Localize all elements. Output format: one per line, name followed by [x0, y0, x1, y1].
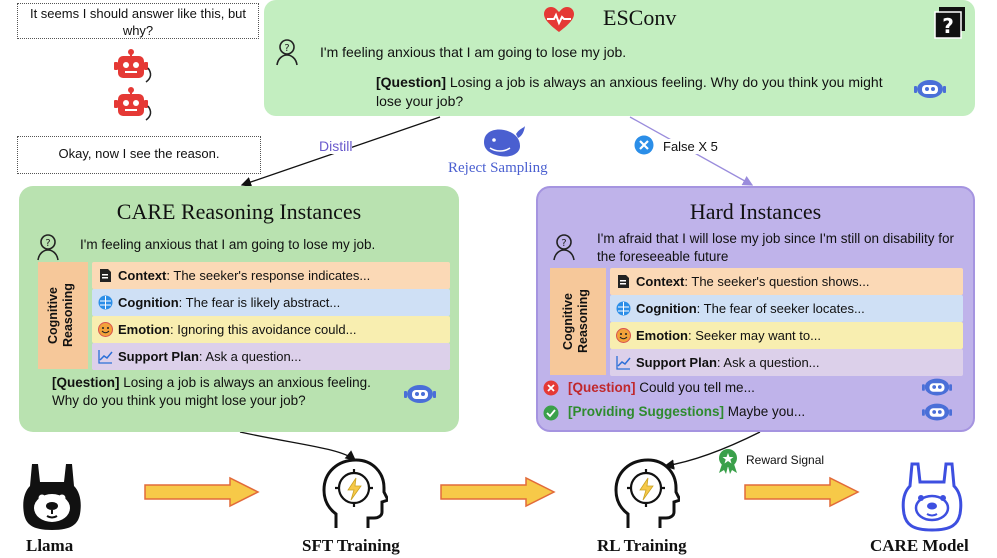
pipeline-arrow — [144, 476, 260, 508]
false-x5-label: False X 5 — [661, 139, 720, 154]
row-label: Emotion — [636, 328, 688, 343]
rl-input-arrow — [663, 431, 761, 470]
right-label: [Providing Suggestions] — [568, 404, 725, 419]
document-icon — [618, 275, 629, 288]
reasoning-row-cognition: Cognition: The fear is likely abstract..… — [92, 289, 450, 316]
care-llama-icon — [901, 462, 963, 532]
right-text: Maybe you... — [727, 404, 806, 419]
wrong-icon — [543, 380, 559, 396]
question-label: [Question] — [52, 375, 120, 390]
hard-wrong-response: [Question] Could you tell me... — [568, 379, 755, 397]
reasoning-row-support-plan: Support Plan: Ask a question... — [92, 343, 450, 370]
person-question-icon: ? — [37, 234, 59, 261]
row-label: Support Plan — [118, 349, 199, 364]
esconv-title: ESConv — [603, 5, 677, 30]
thought-bubble-bottom-text: Okay, now I see the reason. — [58, 146, 220, 161]
thought-bubble-top-text: It seems I should answer like this, but … — [29, 6, 247, 38]
chart-icon — [616, 356, 631, 370]
row-text: : Ask a question... — [716, 355, 820, 370]
care-title: CARE Reasoning Instances — [116, 199, 362, 224]
smiley-icon — [616, 328, 631, 343]
rl-head-icon — [614, 458, 680, 528]
question-label: [Question] — [376, 74, 446, 90]
svg-text:?: ? — [561, 238, 566, 249]
cognitive-reasoning-label: Cognitive Reasoning — [38, 262, 88, 369]
reasoning-row-cognition: Cognition: The fear of seeker locates... — [610, 295, 963, 322]
bot-icon — [404, 385, 436, 403]
thought-bubble-top: It seems I should answer like this, but … — [17, 3, 259, 39]
check-icon — [543, 405, 559, 421]
rl-training-label: RL Training — [597, 536, 687, 555]
question-chat-icon: ? — [934, 7, 965, 39]
care-model-label: CARE Model — [870, 536, 969, 555]
row-text: : The fear is likely abstract... — [178, 295, 341, 310]
bot-icon — [922, 403, 952, 421]
reasoning-row-context: Context: The seeker's question shows... — [610, 268, 963, 295]
svg-text:?: ? — [284, 43, 289, 54]
row-text: : The fear of seeker locates... — [696, 301, 865, 316]
person-question-icon: ? — [276, 39, 298, 66]
whale-icon — [484, 126, 525, 157]
hard-reasoning-rows: Context: The seeker's question shows... … — [610, 268, 963, 376]
row-label: Support Plan — [636, 355, 717, 370]
reasoning-row-support-plan: Support Plan: Ask a question... — [610, 349, 963, 376]
brain-icon — [616, 301, 631, 316]
brain-icon — [98, 295, 113, 310]
pipeline-arrow — [744, 476, 860, 508]
cognitive-reasoning-text: Cognitive Reasoning — [46, 283, 75, 348]
row-label: Emotion — [118, 322, 170, 337]
robot-icon — [114, 87, 152, 121]
esconv-question: [Question] Losing a job is always an anx… — [376, 73, 896, 111]
question-text: Losing a job is always an anxious feelin… — [52, 375, 371, 408]
bot-icon — [922, 378, 952, 396]
llama-icon — [23, 464, 81, 530]
distill-label: Distill — [319, 138, 353, 154]
hard-seeker-text: I'm afraid that I will lose my job since… — [597, 231, 955, 264]
sft-training-label: SFT Training — [302, 536, 400, 555]
reasoning-row-emotion: Emotion: Ignoring this avoidance could..… — [92, 316, 450, 343]
pipeline-arrow — [440, 476, 556, 508]
sft-input-arrow — [239, 431, 357, 461]
smiley-icon — [98, 322, 113, 337]
care-reasoning-rows: Context: The seeker's response indicates… — [92, 262, 450, 370]
thought-bubble-bottom: Okay, now I see the reason. — [17, 136, 261, 174]
row-label: Cognition — [636, 301, 697, 316]
wrong-label: [Question] — [568, 380, 636, 395]
hard-right-response: [Providing Suggestions] Maybe you... — [568, 403, 805, 421]
reward-signal-label: Reward Signal — [746, 453, 825, 467]
hard-title: Hard Instances — [689, 199, 822, 224]
care-question: [Question] Losing a job is always an anx… — [52, 374, 392, 410]
care-seeker-text: I'm feeling anxious that I am going to l… — [80, 237, 376, 252]
reasoning-row-context: Context: The seeker's response indicates… — [92, 262, 450, 289]
esconv-panel — [264, 0, 975, 116]
award-icon — [719, 449, 737, 474]
esconv-seeker-text: I'm feeling anxious that I am going to l… — [320, 44, 627, 60]
sft-head-icon — [322, 458, 388, 528]
bot-icon — [914, 80, 946, 98]
question-text: Losing a job is always an anxious feelin… — [376, 74, 883, 109]
row-text: : Ignoring this avoidance could... — [170, 322, 357, 337]
row-text: : Seeker may want to... — [688, 328, 821, 343]
heart-pulse-icon — [544, 7, 574, 32]
reasoning-row-emotion: Emotion: Seeker may want to... — [610, 322, 963, 349]
row-label: Cognition — [118, 295, 179, 310]
row-label: Context — [118, 268, 167, 283]
cognitive-reasoning-text: Cognitive Reasoning — [561, 289, 590, 354]
cognitive-reasoning-label: Cognitive Reasoning — [550, 268, 606, 375]
document-icon — [100, 269, 111, 282]
row-text: : The seeker's response indicates... — [166, 268, 371, 283]
robot-icon — [114, 49, 152, 83]
svg-text:?: ? — [942, 14, 954, 38]
person-question-icon: ? — [553, 234, 575, 261]
wrong-text: Could you tell me... — [639, 380, 755, 395]
chart-icon — [98, 350, 113, 364]
reject-sampling-label: Reject Sampling — [448, 160, 548, 176]
svg-text:?: ? — [45, 238, 50, 249]
row-label: Context — [636, 274, 685, 289]
cross-icon — [634, 135, 654, 155]
row-text: : Ask a question... — [198, 349, 302, 364]
llama-label: Llama — [26, 536, 74, 555]
row-text: : The seeker's question shows... — [684, 274, 870, 289]
